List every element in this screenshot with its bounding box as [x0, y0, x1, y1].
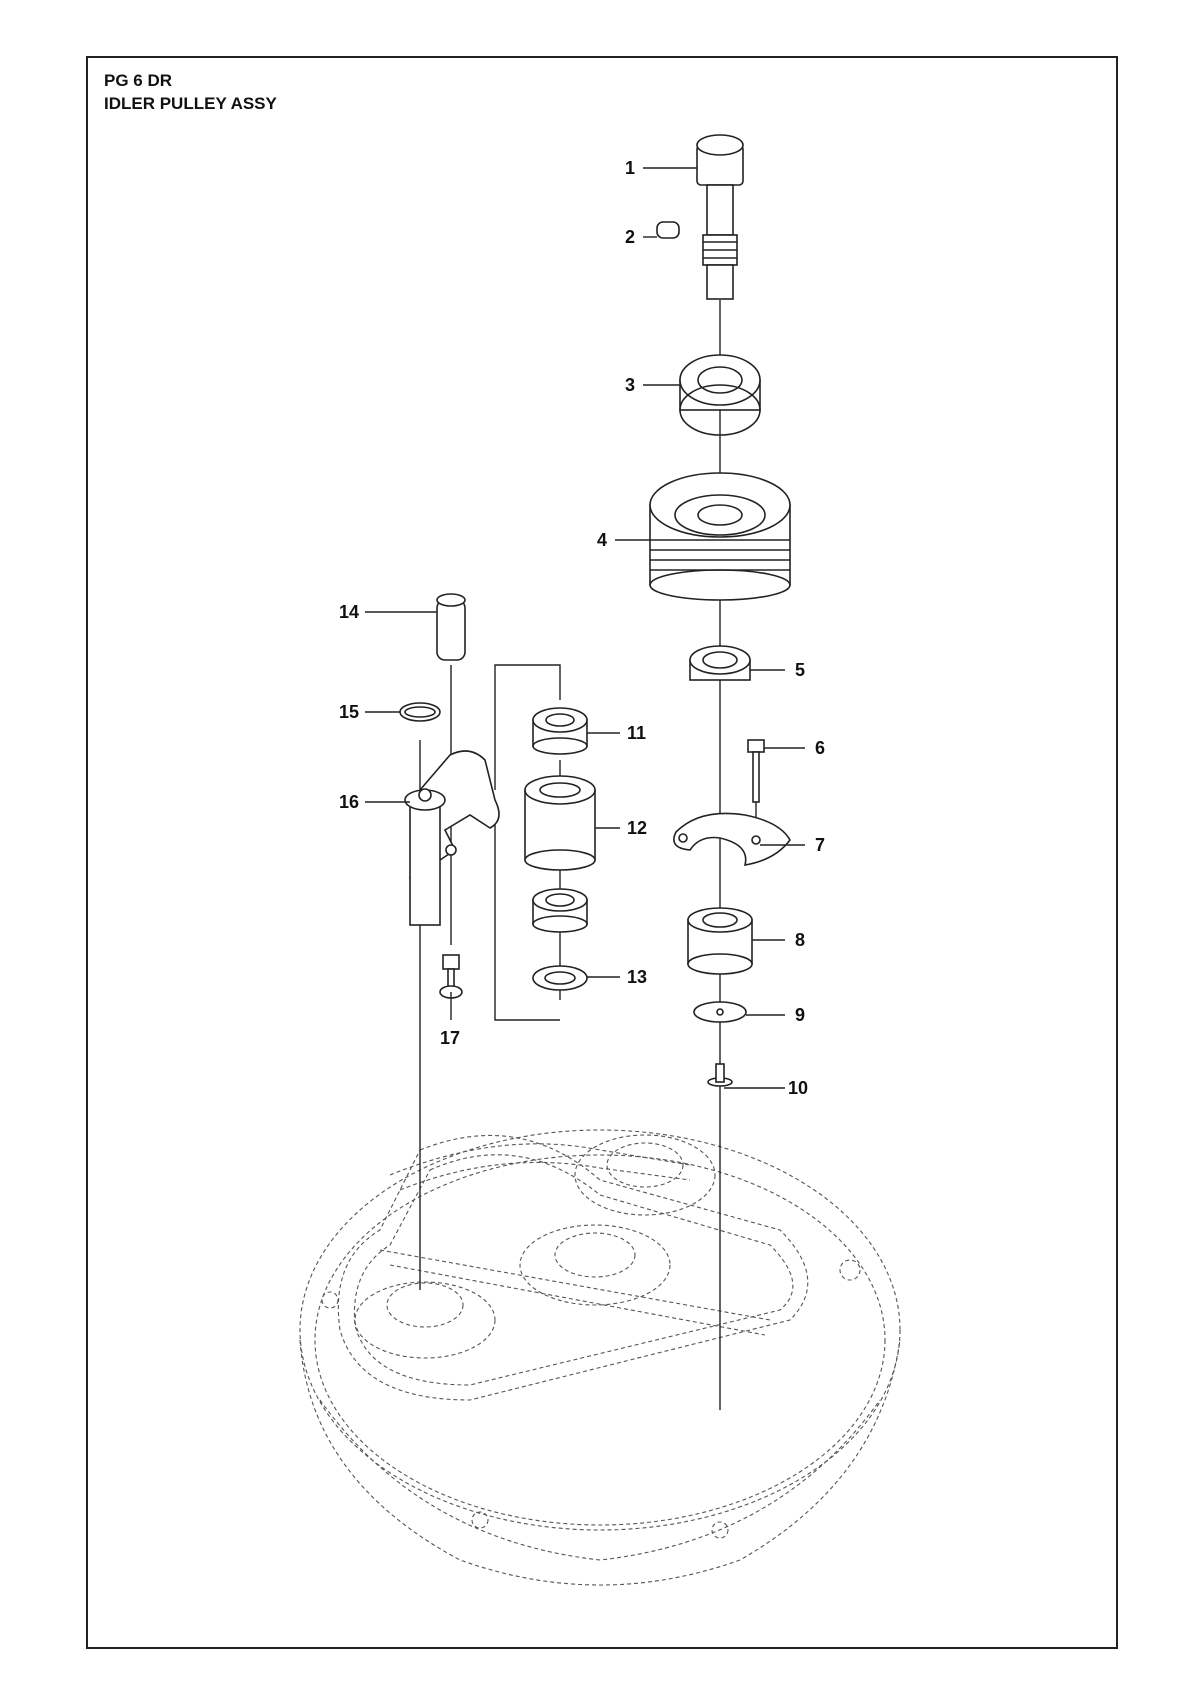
part-9-washer: [693, 1001, 747, 1023]
base-housing: [299, 1129, 901, 1586]
callout-2: 2: [625, 227, 635, 247]
part-17-bolt: [439, 954, 463, 999]
drive-belts: [337, 1135, 809, 1401]
part-12-spacer: [524, 775, 596, 871]
model-name: PG 6 DR: [104, 71, 173, 90]
callout-13: 13: [627, 967, 647, 987]
part-15-o-ring: [399, 702, 441, 722]
callout-1: 1: [625, 158, 635, 178]
part-lower-bearing: [532, 888, 588, 933]
part-1-shaft: [696, 134, 744, 300]
callout-12: 12: [627, 818, 647, 838]
callout-3: 3: [625, 375, 635, 395]
callout-15: 15: [339, 702, 359, 722]
part-6-screw: [747, 739, 765, 803]
callout-9: 9: [795, 1005, 805, 1025]
callout-8: 8: [795, 930, 805, 950]
part-16-idler-arm: [404, 750, 500, 926]
part-13-washer: [532, 965, 588, 991]
part-3-bearing: [679, 354, 761, 436]
part-5-nut: [689, 645, 751, 681]
part-7-retaining-plate: [673, 812, 791, 866]
part-11-bearing: [532, 707, 588, 755]
leader-lines: [365, 167, 805, 1089]
callout-14: 14: [339, 602, 359, 622]
part-2-key: [656, 221, 680, 239]
callout-16: 16: [339, 792, 359, 812]
callout-4: 4: [597, 530, 607, 550]
assembly-title: IDLER PULLEY ASSY: [104, 94, 277, 113]
bearing-group-bracket: [494, 664, 561, 1021]
diagram-frame: [86, 56, 1118, 1649]
callout-17: 17: [440, 1028, 460, 1048]
part-14-pin: [436, 593, 466, 661]
callout-6: 6: [815, 738, 825, 758]
part-8-bearing: [687, 907, 753, 975]
callout-11: 11: [627, 723, 646, 743]
part-10-bolt: [707, 1063, 733, 1087]
callout-7: 7: [815, 835, 825, 855]
callout-5: 5: [795, 660, 805, 680]
callout-10: 10: [788, 1078, 808, 1098]
part-4-pulley: [649, 472, 791, 601]
base-pulleys: [354, 1134, 716, 1359]
